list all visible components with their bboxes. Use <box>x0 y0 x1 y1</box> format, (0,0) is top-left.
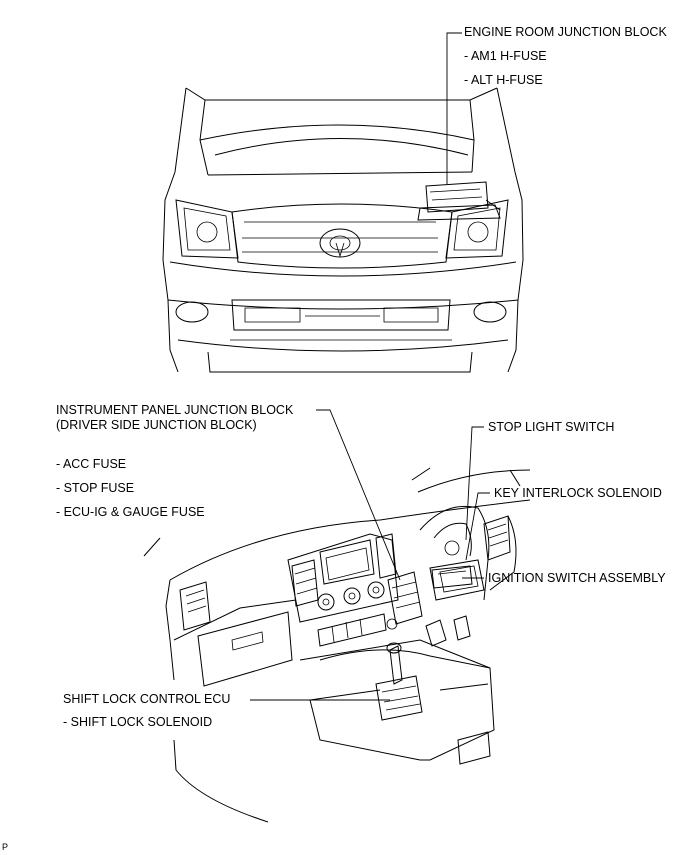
label-shift-lock-solenoid: - SHIFT LOCK SOLENOID <box>63 715 213 729</box>
label-stop-fuse: - STOP FUSE <box>56 481 135 495</box>
label-shift-lock-control-ecu: SHIFT LOCK CONTROL ECU <box>63 692 231 706</box>
label-acc-fuse: - ACC FUSE <box>56 457 127 471</box>
label-engine-room-junction-block: ENGINE ROOM JUNCTION BLOCK <box>464 25 667 39</box>
label-am1-fuse: - AM1 H-FUSE <box>464 49 547 63</box>
label-ecu-ig-gauge-fuse: - ECU-IG & GAUGE FUSE <box>56 505 205 519</box>
label-key-interlock-solenoid: KEY INTERLOCK SOLENOID <box>494 486 662 500</box>
label-instrument-panel-junction-block: INSTRUMENT PANEL JUNCTION BLOCK <box>56 403 294 417</box>
label-ignition-switch-assembly: IGNITION SWITCH ASSEMBLY <box>488 571 666 585</box>
label-alt-fuse: - ALT H-FUSE <box>464 73 543 87</box>
label-stop-light-switch: STOP LIGHT SWITCH <box>488 420 615 434</box>
label-driver-side-junction-block: (DRIVER SIDE JUNCTION BLOCK) <box>56 418 257 432</box>
corner-mark: P <box>2 842 9 852</box>
